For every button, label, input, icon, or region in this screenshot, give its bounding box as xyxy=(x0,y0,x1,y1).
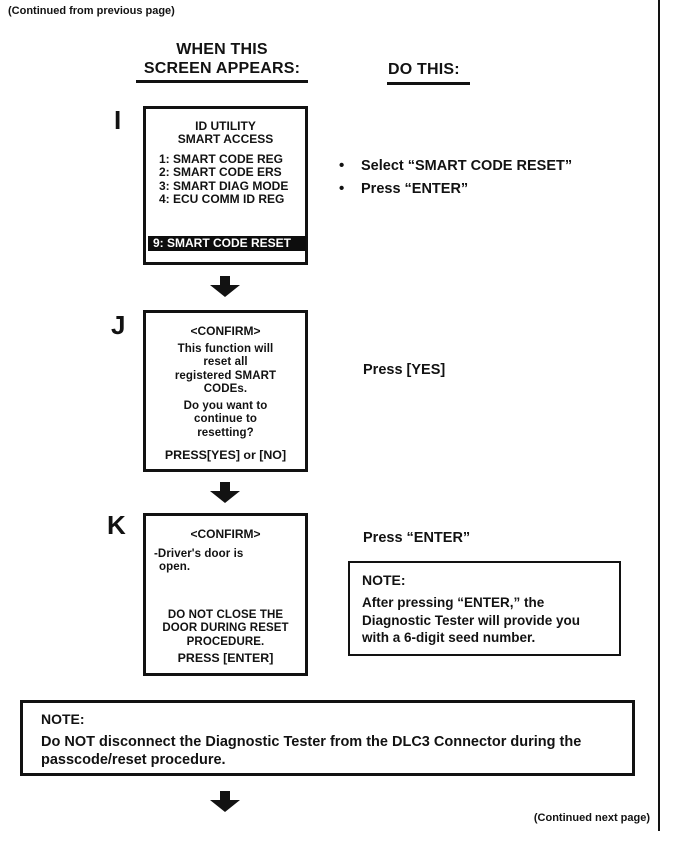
menu-item-4: 4: ECU COMM ID REG xyxy=(159,192,285,207)
step-label-k: K xyxy=(107,510,126,540)
screen-j-p1-line2: reset all xyxy=(203,356,248,369)
column-header-screen-line2: SCREEN APPEARS: xyxy=(143,60,301,77)
screen-j-title: <CONFIRM> xyxy=(190,324,261,338)
screen-i-title-line1: ID UTILITY xyxy=(195,119,256,133)
down-arrow-icon xyxy=(209,276,241,297)
note-box-dlc3: NOTE: Do NOT disconnect the Diagnostic T… xyxy=(20,700,635,776)
menu-item-1: 1: SMART CODE REG xyxy=(159,152,284,166)
continued-next-text: (Continued next page) xyxy=(533,812,650,824)
screen-box-k: <CONFIRM> -Driver's door is open. DO NOT… xyxy=(143,513,308,676)
screen-k-paragraph-2: DO NOT CLOSE THE DOOR DURING RESET PROCE… xyxy=(146,609,305,649)
bullet-icon: • xyxy=(339,157,345,174)
step-label-i: I xyxy=(114,105,122,135)
note-line-1: Do NOT disconnect the Diagnostic Tester … xyxy=(41,734,582,750)
step-k-action: Press “ENTER” xyxy=(363,530,471,546)
down-arrow-icon xyxy=(209,791,241,812)
note-line-2: Diagnostic Tester will provide you xyxy=(362,612,581,628)
step-label-j: J xyxy=(111,310,126,340)
note-line-2: passcode/reset procedure. xyxy=(41,752,226,768)
action-text: Select “SMART CODE RESET” xyxy=(361,158,573,174)
screen-j-p2-line3: resetting? xyxy=(197,426,254,439)
action-text: Press “ENTER” xyxy=(361,181,469,197)
screen-j-paragraph-2: Do you want to continue to resetting? xyxy=(146,400,305,440)
menu-item-2: 2: SMART CODE ERS xyxy=(159,165,282,180)
note-body: After pressing “ENTER,” the Diagnostic T… xyxy=(362,594,580,647)
screen-k-p2-line2: DOOR DURING RESET xyxy=(162,622,289,635)
screen-i-title-line2: SMART ACCESS xyxy=(177,132,274,146)
screen-j-p1-line4: CODEs. xyxy=(203,383,248,396)
screen-k-p1-line1: -Driver's door is xyxy=(154,548,244,560)
step-j-action: Press [YES] xyxy=(363,362,446,378)
screen-appears-underline xyxy=(136,80,308,83)
screen-box-i: ID UTILITY SMART ACCESS 1: SMART CODE RE… xyxy=(143,106,308,265)
menu-item-3: 3: SMART DIAG MODE xyxy=(159,178,289,193)
column-header-screen: WHEN THIS SCREEN APPEARS: xyxy=(128,40,316,78)
note-title: NOTE: xyxy=(41,711,85,727)
continued-from-text: (Continued from previous page) xyxy=(8,5,175,17)
note-box-seed-number: NOTE: After pressing “ENTER,” the Diagno… xyxy=(348,561,621,656)
screen-j-p1-line1: This function will xyxy=(177,343,274,355)
bullet-icon: • xyxy=(339,180,345,197)
action-row: • Select “SMART CODE RESET” xyxy=(339,157,572,180)
highlighted-menu-item: 9: SMART CODE RESET xyxy=(148,236,306,251)
screen-k-p2-line3: PROCEDURE. xyxy=(186,635,265,648)
screen-k-p1-line2: open. xyxy=(159,561,191,574)
screen-j-p2-line2: continue to xyxy=(193,413,258,426)
note-line-3: with a 6-digit seed number. xyxy=(362,630,536,645)
action-row: • Press “ENTER” xyxy=(339,180,572,203)
screen-k-footer: PRESS [ENTER] xyxy=(177,651,274,665)
step-i-actions: • Select “SMART CODE RESET” • Press “ENT… xyxy=(339,157,572,203)
note-body: Do NOT disconnect the Diagnostic Tester … xyxy=(41,733,581,769)
screen-i-menu: 1: SMART CODE REG 2: SMART CODE ERS 3: S… xyxy=(159,152,289,207)
screen-box-j: <CONFIRM> This function will reset all r… xyxy=(143,310,308,472)
note-title: NOTE: xyxy=(362,572,406,588)
screen-i-title: ID UTILITY SMART ACCESS xyxy=(146,120,305,146)
down-arrow-icon xyxy=(209,482,241,503)
column-header-screen-line1: WHEN THIS xyxy=(176,41,268,58)
screen-j-p2-line1: Do you want to xyxy=(183,400,268,412)
screen-j-paragraph-1: This function will reset all registered … xyxy=(146,343,305,397)
screen-k-paragraph-1: -Driver's door is open. xyxy=(154,548,243,575)
note-line-1: After pressing “ENTER,” the xyxy=(362,595,545,610)
screen-k-title: <CONFIRM> xyxy=(190,527,261,541)
do-this-underline xyxy=(387,82,470,85)
page-right-rule xyxy=(658,0,660,831)
screen-k-p2-line1: DO NOT CLOSE THE xyxy=(167,609,284,621)
column-header-do-this: DO THIS: xyxy=(388,61,460,78)
screen-j-footer: PRESS[YES] or [NO] xyxy=(164,448,287,462)
screen-j-p1-line3: registered SMART xyxy=(174,369,277,382)
